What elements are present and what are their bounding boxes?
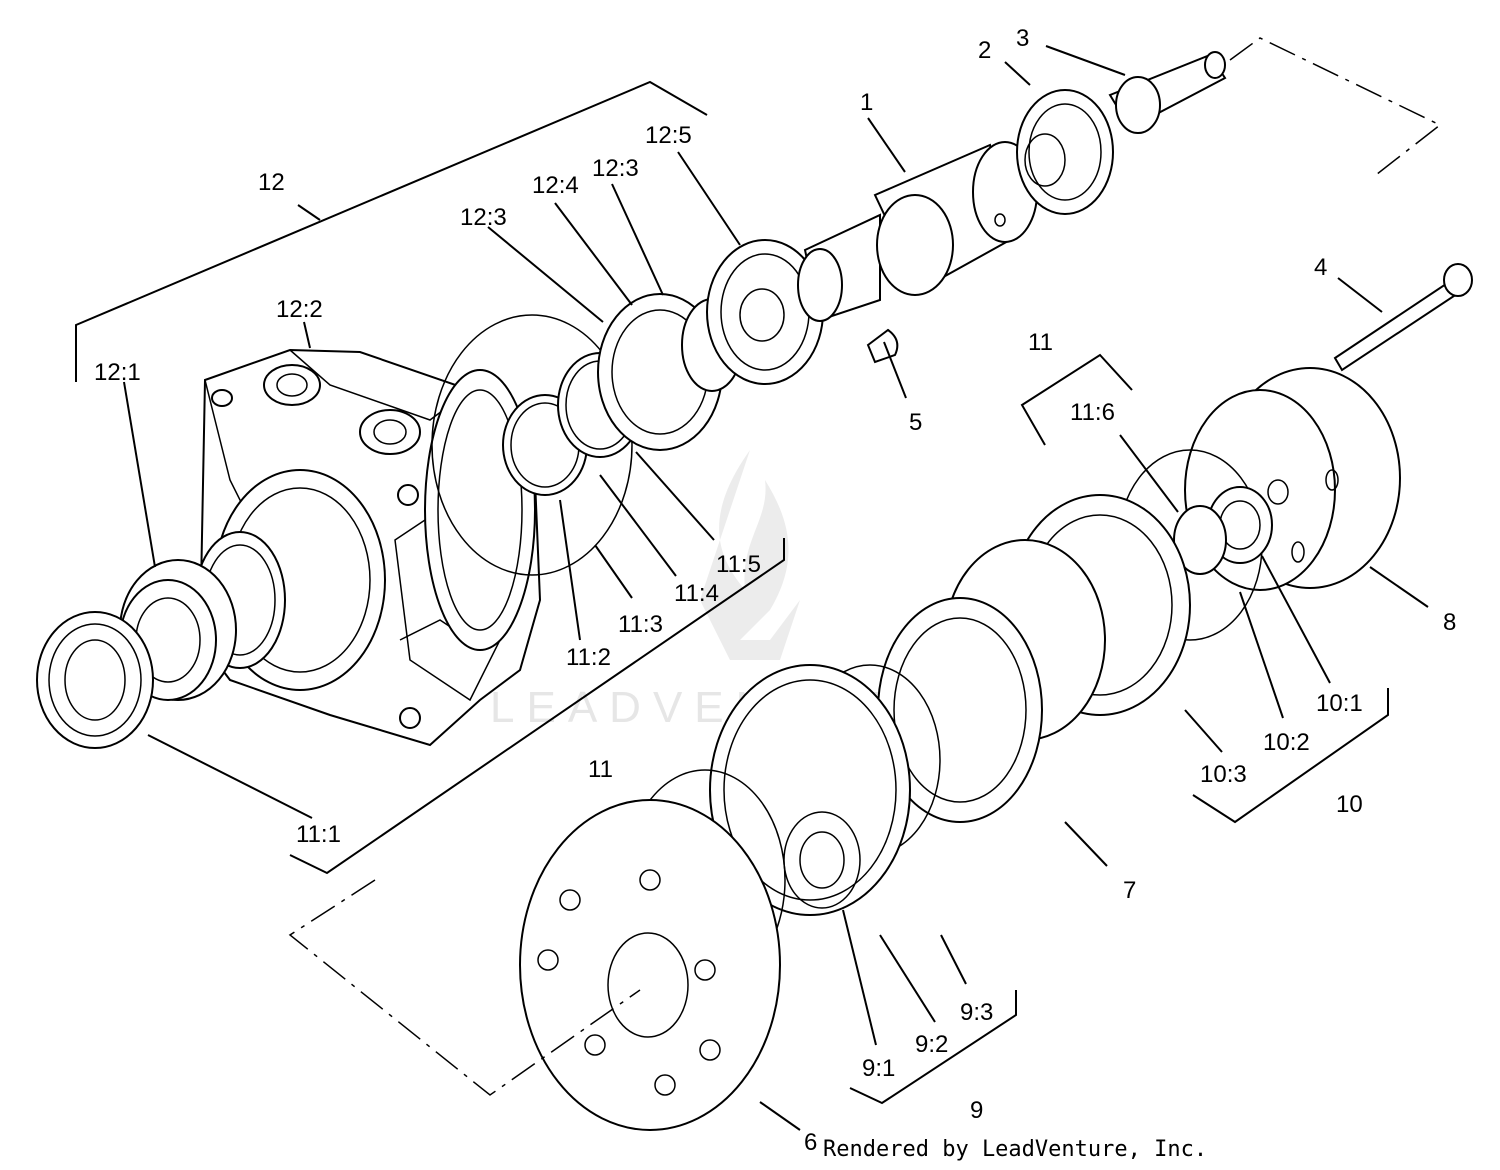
part-1-shaft — [797, 141, 1038, 322]
callout-11-6: 11:6 — [1070, 399, 1115, 426]
callout-10-1: 10:1 — [1316, 690, 1363, 717]
part-5-key — [866, 328, 899, 364]
callout-4: 4 — [1314, 254, 1327, 281]
callouts: 1 2 3 4 5 6 7 8 9 9:1 9:2 9:3 10 10:1 10… — [94, 25, 1456, 1156]
part-2-bearing — [1016, 89, 1114, 215]
callout-12-4: 12:4 — [532, 172, 579, 199]
callout-9-2: 9:2 — [915, 1031, 948, 1058]
callout-9: 9 — [970, 1097, 983, 1124]
callout-2: 2 — [978, 37, 991, 64]
seal-rings-group — [431, 293, 743, 576]
callout-12-1: 12:1 — [94, 359, 141, 386]
callout-12: 12 — [258, 169, 285, 196]
leader-lines — [123, 45, 1429, 1131]
callout-6: 6 — [804, 1129, 817, 1156]
bracket-9 — [849, 990, 1017, 1105]
part-9-gerotor — [709, 664, 941, 916]
bracket-11-top — [1020, 353, 1133, 446]
part-3-drive — [1108, 51, 1227, 134]
callout-9-3: 9:3 — [960, 999, 993, 1026]
center-lines — [288, 37, 1442, 1096]
callout-12-5: 12:5 — [645, 122, 692, 149]
callout-5: 5 — [909, 409, 922, 436]
callout-8: 8 — [1443, 609, 1456, 636]
callout-11-bottom: 11 — [588, 756, 613, 783]
callout-10-2: 10:2 — [1263, 729, 1310, 756]
bracket-12 — [75, 80, 708, 382]
callout-7: 7 — [1123, 877, 1136, 904]
part-4-bolt — [1333, 263, 1473, 372]
callout-11-top: 11 — [1028, 329, 1053, 356]
callout-11-4: 11:4 — [674, 580, 719, 607]
callout-10-3: 10:3 — [1200, 761, 1247, 788]
callout-11-2: 11:2 — [566, 644, 611, 671]
brackets — [75, 80, 1389, 1105]
bracket-10 — [1192, 688, 1389, 824]
watermark-logo-icon — [700, 450, 800, 660]
part-6-end-plate — [519, 769, 786, 1131]
credit-text: Rendered by LeadVenture, Inc. — [823, 1137, 1207, 1162]
callout-12-3b: 12:3 — [592, 155, 639, 182]
part-12-housing — [194, 348, 542, 747]
part-7-valve-plate — [877, 494, 1191, 823]
callout-12-3a: 12:3 — [460, 204, 507, 231]
part-11-1-seal — [36, 611, 154, 749]
callout-10: 10 — [1336, 791, 1363, 818]
callout-1: 1 — [860, 89, 873, 116]
bracket-11-bottom — [289, 538, 785, 875]
callout-12-2: 12:2 — [276, 296, 323, 323]
callout-11-3: 11:3 — [618, 611, 663, 638]
callout-11-1: 11:1 — [296, 821, 341, 848]
callout-3: 3 — [1016, 25, 1029, 52]
callout-9-1: 9:1 — [862, 1055, 895, 1082]
callout-11-5: 11:5 — [716, 551, 761, 578]
